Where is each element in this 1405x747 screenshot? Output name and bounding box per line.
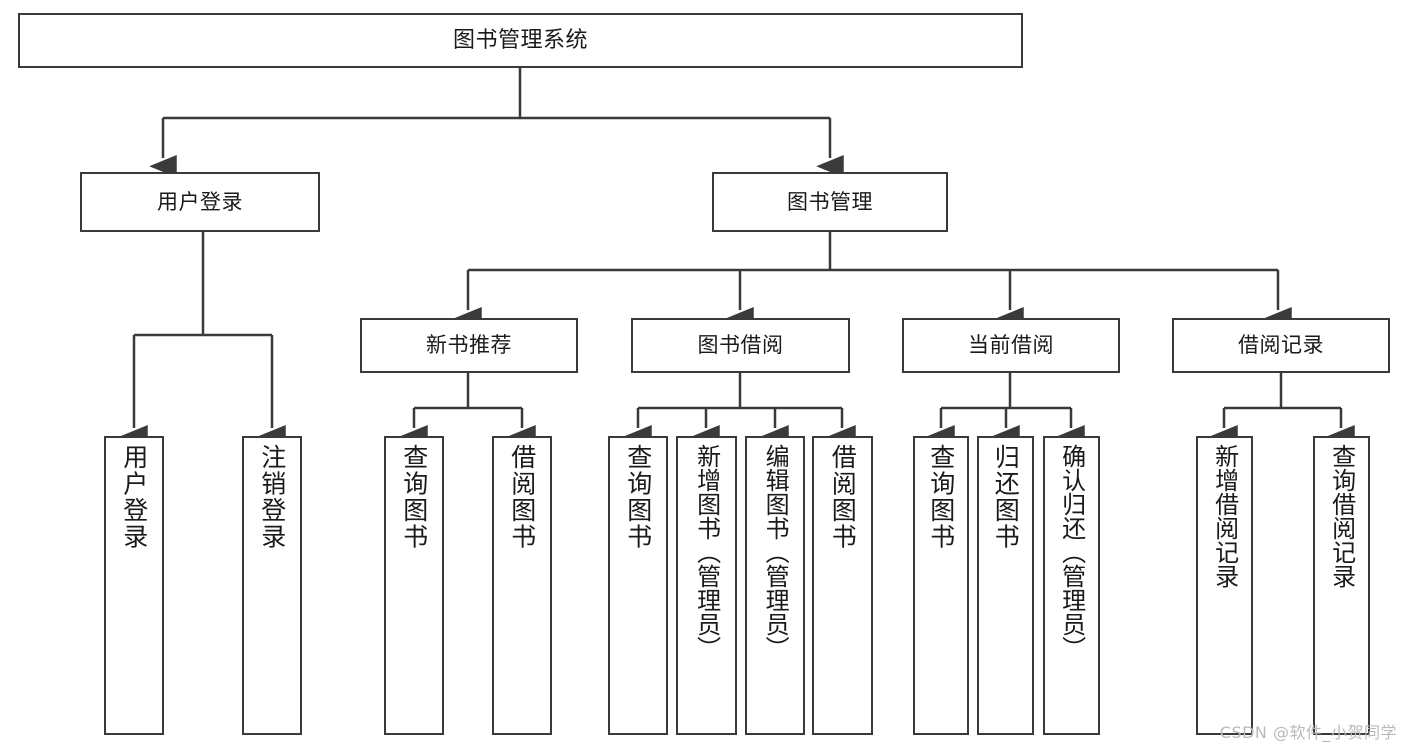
node-label: 查询图书 (399, 444, 429, 550)
node-label: 图书管理系统 (452, 27, 588, 53)
node-label: 当前借阅 (968, 333, 1054, 358)
node-label: 新增图书（管理员） (692, 444, 721, 660)
node-label: 归还图书 (991, 444, 1021, 550)
node-label: 借阅图书 (507, 444, 537, 550)
leaf-return-book[interactable]: 归还图书 (977, 436, 1034, 735)
leaf-query-book-current[interactable]: 查询图书 (913, 436, 969, 735)
leaf-borrow-book-recommend[interactable]: 借阅图书 (492, 436, 552, 735)
leaf-logout[interactable]: 注销登录 (242, 436, 302, 735)
leaf-edit-book-admin[interactable]: 编辑图书（管理员） (745, 436, 805, 735)
node-label: 用户登录 (157, 189, 243, 214)
node-current-borrow[interactable]: 当前借阅 (902, 318, 1120, 373)
node-label: 新增借阅记录 (1210, 444, 1239, 588)
node-label: 查询借阅记录 (1327, 444, 1356, 588)
node-root-system[interactable]: 图书管理系统 (18, 13, 1023, 68)
node-label: 图书管理 (787, 189, 873, 214)
leaf-add-book-admin[interactable]: 新增图书（管理员） (676, 436, 737, 735)
node-label: 借阅图书 (828, 444, 858, 550)
node-book-management[interactable]: 图书管理 (712, 172, 948, 232)
leaf-user-login[interactable]: 用户登录 (104, 436, 164, 735)
leaf-confirm-return-admin[interactable]: 确认归还（管理员） (1043, 436, 1100, 735)
node-book-borrow[interactable]: 图书借阅 (631, 318, 850, 373)
node-borrow-record[interactable]: 借阅记录 (1172, 318, 1390, 373)
node-label: 用户登录 (119, 444, 149, 550)
node-label: 注销登录 (257, 444, 287, 550)
leaf-query-book-borrow[interactable]: 查询图书 (608, 436, 668, 735)
node-new-book-recommend[interactable]: 新书推荐 (360, 318, 578, 373)
leaf-query-book-recommend[interactable]: 查询图书 (384, 436, 444, 735)
leaf-borrow-book[interactable]: 借阅图书 (812, 436, 873, 735)
node-label: 查询图书 (623, 444, 653, 550)
node-label: 新书推荐 (426, 333, 512, 358)
leaf-query-borrow-record[interactable]: 查询借阅记录 (1313, 436, 1370, 735)
node-label: 确认归还（管理员） (1057, 444, 1086, 660)
node-label: 查询图书 (926, 444, 956, 550)
node-label: 图书借阅 (697, 333, 784, 358)
node-label: 编辑图书（管理员） (761, 444, 790, 660)
node-label: 借阅记录 (1238, 333, 1324, 358)
node-user-login[interactable]: 用户登录 (80, 172, 320, 232)
leaf-add-borrow-record[interactable]: 新增借阅记录 (1196, 436, 1253, 735)
